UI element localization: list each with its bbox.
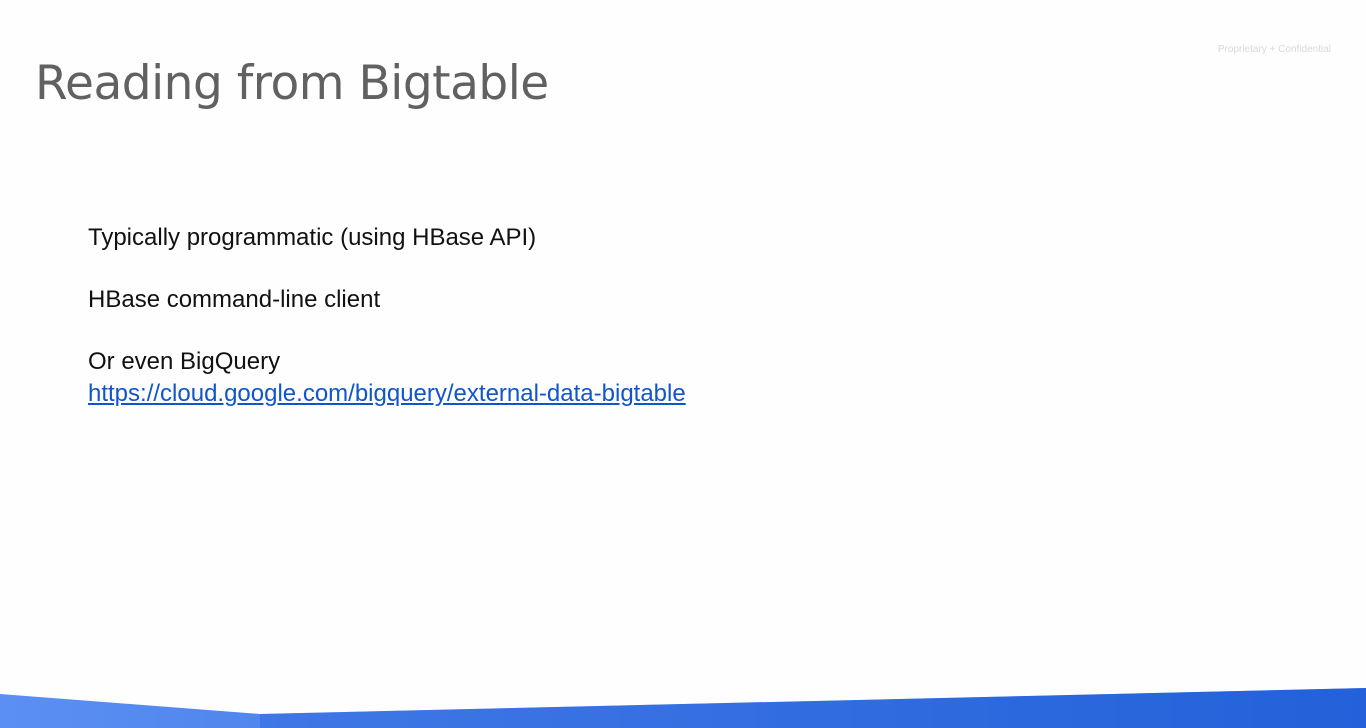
footer-band-light xyxy=(0,688,1366,728)
footer-band xyxy=(0,688,1366,728)
confidential-label: Proprietary + Confidential xyxy=(1217,44,1331,55)
footer-band-dark xyxy=(260,688,1366,728)
slide-body: Typically programmatic (using HBase API)… xyxy=(88,222,686,410)
bullet-command-line: HBase command-line client xyxy=(88,286,381,313)
bullet-programmatic: Typically programmatic (using HBase API) xyxy=(88,224,537,251)
bullet-bigquery: Or even BigQuery https://cloud.google.co… xyxy=(88,346,686,410)
slide-title: Reading from Bigtable xyxy=(35,56,549,111)
bigquery-external-data-link[interactable]: https://cloud.google.com/bigquery/extern… xyxy=(88,380,686,407)
bullet-bigquery-text: Or even BigQuery xyxy=(88,348,281,375)
